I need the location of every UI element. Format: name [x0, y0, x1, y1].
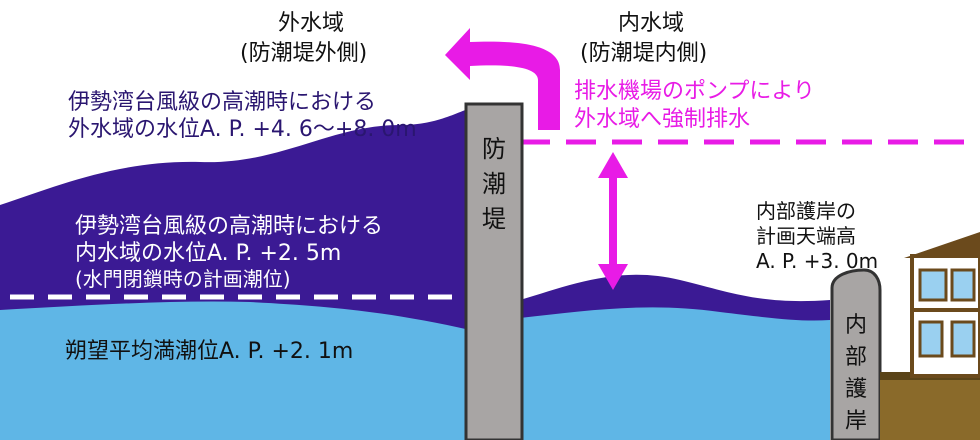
revetment-label: 内部護岸	[842, 310, 870, 438]
seawall	[464, 102, 524, 440]
pump-arrow	[445, 28, 560, 130]
house	[904, 232, 980, 378]
ground	[880, 378, 980, 440]
seawall-label-text: 防潮堤	[482, 135, 506, 233]
inner-revetment	[830, 268, 882, 440]
pump-text-line2: 外水域へ強制排水	[574, 107, 751, 132]
outer-normal-water	[0, 301, 470, 440]
inner-area-subtitle: (防潮堤内側)	[580, 41, 708, 66]
inner-level-line3: (水門閉鎖時の計画潮位)	[75, 267, 291, 291]
outer-level-line1: 伊勢湾台風級の高潮時における	[68, 90, 377, 115]
outer-level-line2: 外水域の水位A. P. +4. 6～+8. 0m	[68, 117, 417, 142]
arrow-head-down	[598, 264, 628, 290]
pump-text-line1: 排水機場のポンプにより	[574, 79, 815, 104]
revetment-crown-line2: 計画天端高	[756, 224, 856, 248]
arrow-head-up	[598, 152, 628, 178]
revetment-label-text: 内部護岸	[845, 313, 868, 434]
inner-level-line1: 伊勢湾台風級の高潮時における	[75, 214, 384, 239]
revetment-crown-line3: A. P. +3. 0m	[756, 249, 879, 273]
revetment-crown-line1: 内部護岸の	[756, 199, 856, 223]
outer-area-subtitle: (防潮堤外側)	[240, 41, 368, 66]
inner-normal-water	[520, 307, 830, 440]
inner-level-line2: 内水域の水位A. P. +2. 5m	[75, 241, 342, 266]
seawall-label: 防潮堤	[479, 132, 509, 236]
outer-area-title: 外水域	[278, 11, 345, 36]
mean-tide-label: 朔望平均満潮位A. P. +2. 1m	[65, 339, 354, 364]
inner-area-title: 内水域	[618, 11, 685, 36]
